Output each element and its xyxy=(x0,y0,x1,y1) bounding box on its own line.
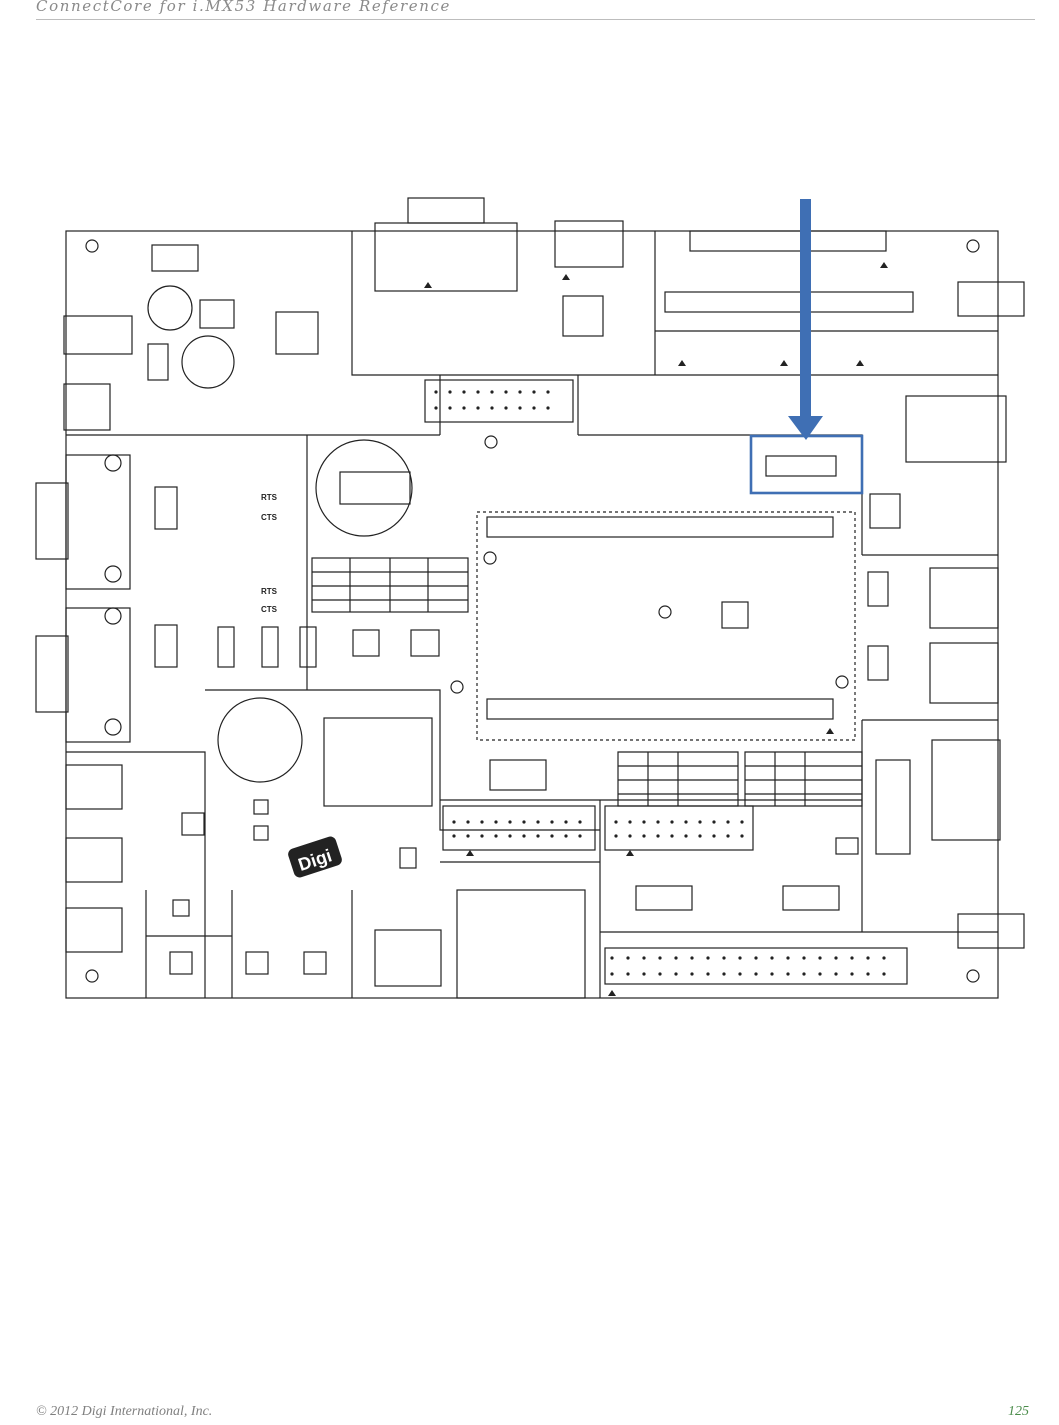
down-arrow-shaft xyxy=(800,199,811,417)
footer-copyright: © 2012 Digi International, Inc. xyxy=(36,1404,212,1420)
pin-row xyxy=(434,390,549,409)
pin-row xyxy=(614,820,743,837)
cts-label-2: CTS xyxy=(261,605,278,614)
som-module xyxy=(477,512,855,740)
pin-row xyxy=(452,820,581,837)
pin-row xyxy=(610,956,885,975)
board-outline xyxy=(66,231,998,998)
rts-label-1: RTS xyxy=(261,493,278,502)
highlight-box xyxy=(751,436,862,493)
rts-label-2: RTS xyxy=(261,587,278,596)
page-number: 125 xyxy=(1008,1404,1029,1420)
highlighted-connector xyxy=(766,456,836,476)
cts-label-1: CTS xyxy=(261,513,278,522)
